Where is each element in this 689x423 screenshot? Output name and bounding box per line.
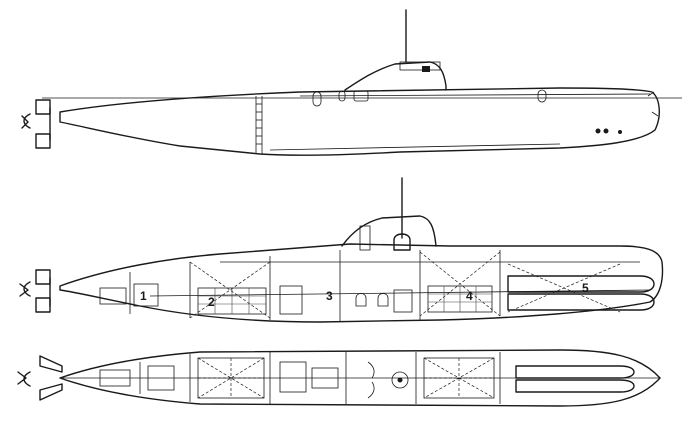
compartment-label-5: 5: [582, 281, 589, 295]
engine-block: [133, 283, 159, 307]
hull-ladder: [255, 96, 263, 154]
bow-vent: [603, 128, 609, 134]
section-conning-tower: [341, 215, 437, 247]
section-propeller-icon: [19, 281, 31, 297]
bow-vent: [618, 130, 622, 134]
control-seat: [355, 293, 367, 307]
frame-bracing: [189, 251, 621, 319]
plan-torpedo-starboard: [515, 379, 635, 393]
plan-seats: [367, 361, 375, 399]
compartment-label-1: 1: [140, 289, 147, 303]
tower-cap: [399, 61, 441, 71]
tower-hatch-section: [393, 233, 411, 251]
section-rudder-lower: [35, 297, 51, 313]
plan-section-view: [17, 349, 661, 407]
inner-keel-line: [149, 289, 651, 297]
plan-engine: [147, 365, 175, 391]
crew-racks: [428, 286, 492, 312]
battery-cells: [198, 288, 266, 314]
stern-rudder-upper: [35, 99, 51, 115]
plan-hatch-ring: [391, 371, 409, 389]
stern-rudder-lower: [35, 133, 51, 149]
compartment-label-4: 4: [466, 289, 473, 303]
side-port: [338, 90, 346, 102]
side-port: [312, 91, 322, 107]
side-port: [537, 89, 547, 103]
tower-ladder-shaft: [359, 225, 371, 251]
tower-hatch: [422, 66, 430, 72]
plan-control-desk: [311, 367, 339, 389]
bow-vent: [595, 128, 601, 134]
bow-plane: [647, 91, 659, 117]
compartment-label-3: 3: [326, 289, 333, 303]
control-seat: [377, 293, 389, 307]
plan-crew-bracing: [423, 357, 495, 399]
deck-line: [299, 93, 651, 97]
side-hatch: [353, 90, 369, 102]
keel-line: [269, 143, 561, 151]
engine-block: [99, 287, 127, 305]
conning-tower: [344, 61, 447, 91]
torpedo-tube-lower: [507, 293, 655, 311]
plan-battery-bracing: [197, 357, 265, 399]
plan-control-panel: [279, 361, 307, 393]
control-console: [393, 289, 413, 313]
plan-periscope-well: [397, 377, 403, 383]
torpedo-tube-upper: [507, 275, 655, 293]
side-section-view: 1 2 3 4 5: [19, 177, 664, 323]
plan-hydroplane-starboard: [39, 383, 63, 401]
compartment-label-2: 2: [208, 295, 215, 309]
propeller-icon: [21, 113, 31, 129]
plan-hydroplane-port: [39, 355, 63, 373]
plan-propeller-icon: [17, 371, 31, 387]
side-exterior-view: [21, 9, 682, 157]
plan-torpedo-port: [515, 365, 635, 379]
plan-engine: [99, 369, 131, 387]
hull-outline: [59, 87, 660, 157]
control-panel: [279, 285, 303, 315]
section-rudder-upper: [35, 269, 51, 285]
